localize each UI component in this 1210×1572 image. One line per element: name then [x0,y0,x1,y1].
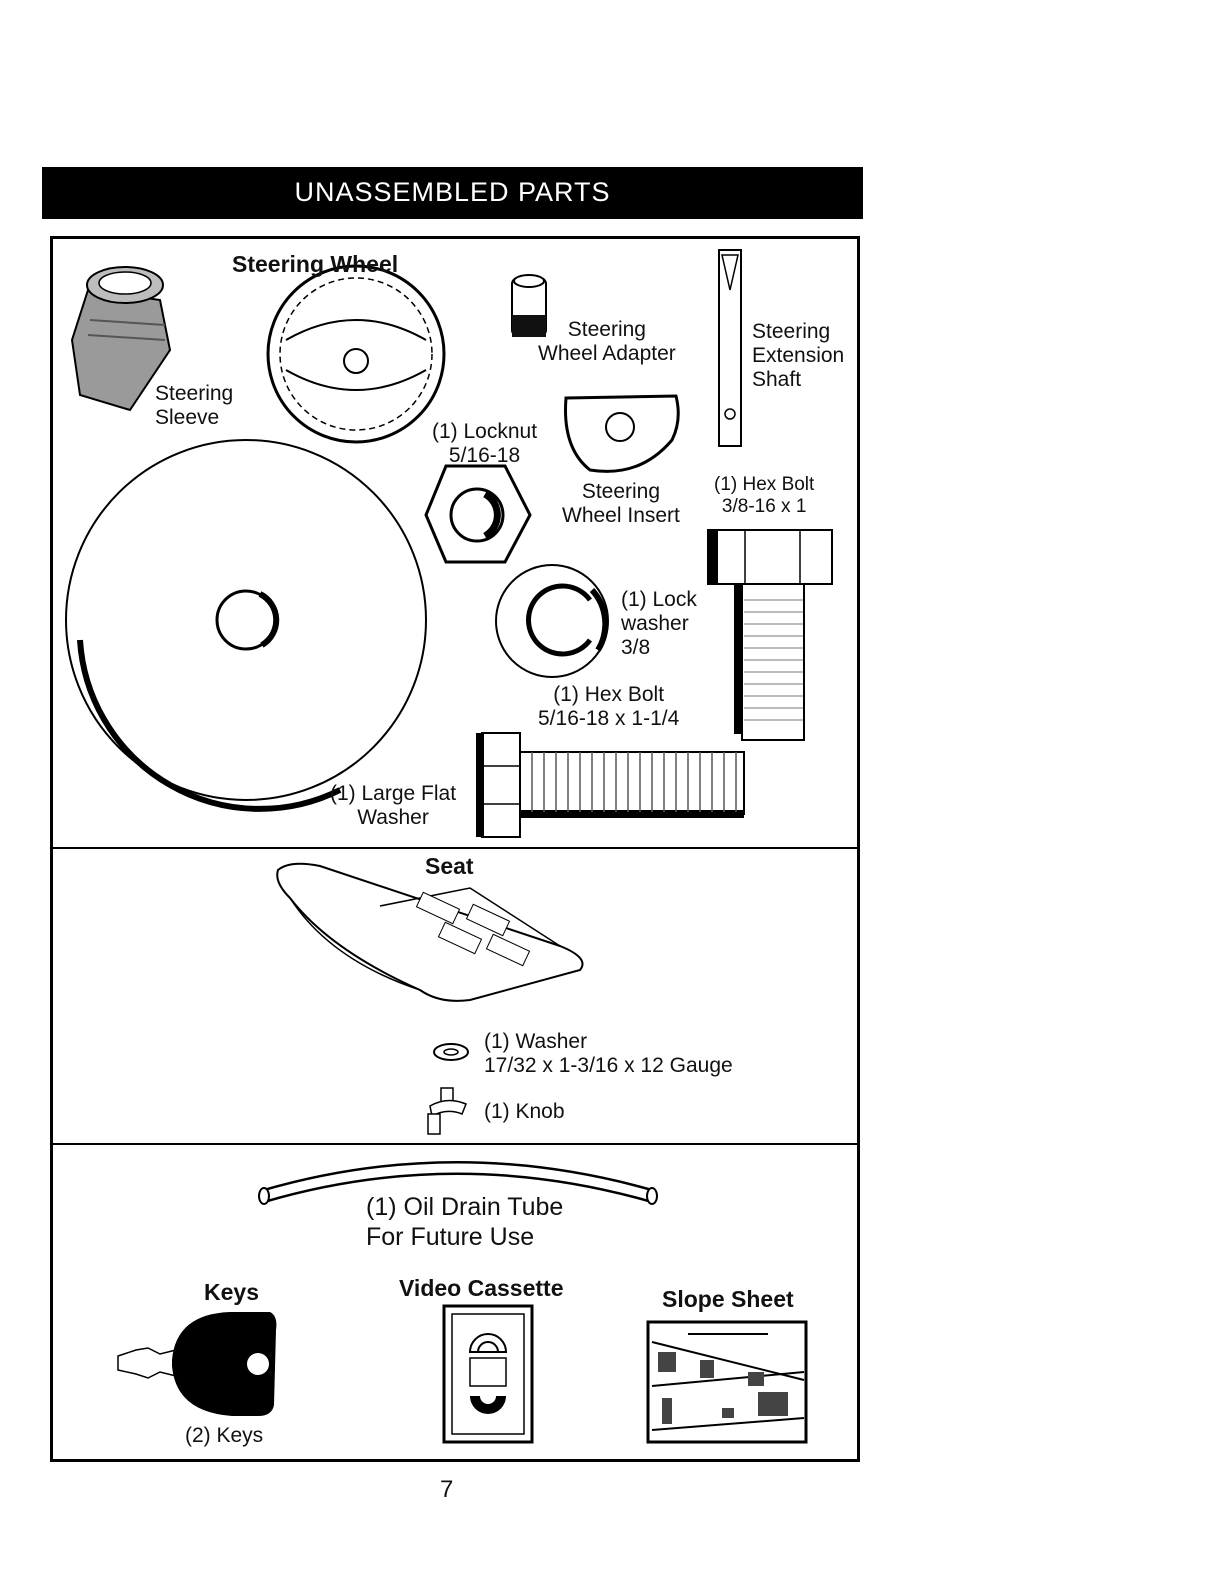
wheel-insert-label: Steering Wheel Insert [562,480,680,527]
extension-shaft-label: Steering Extension Shaft [752,320,845,391]
hex-bolt-large-illustration [707,529,833,741]
steering-wheel-illustration [266,264,446,444]
wheel-insert-illustration [564,394,680,473]
video-cassette-label: Video Cassette [399,1275,564,1301]
section-header: UNASSEMBLED PARTS [42,167,863,219]
hex-bolt-small-label: (1) Hex Bolt 5/16-18 x 1-1/4 [538,683,680,730]
locknut-label: (1) Locknut 5/16-18 [432,420,538,467]
section-divider-1 [50,847,860,849]
wheel-adapter-label: Steering Wheel Adapter [538,318,676,365]
header-title: UNASSEMBLED PARTS [294,177,611,207]
large-flat-washer-label: (1) Large Flat Washer [330,782,457,829]
keys-title: Keys [204,1279,259,1305]
lock-washer-illustration [495,564,609,678]
parts-frame [50,236,860,1462]
lock-washer-label: (1) Lock washer 3/8 [621,588,697,659]
steering-wheel-label: Steering Wheel [232,251,399,277]
page-number: 7 [440,1476,454,1503]
extension-shaft-illustration [718,249,742,447]
large-flat-washer-illustration [65,439,427,812]
steering-sleeve-label: Steering Sleeve [155,382,234,429]
key-illustration [117,1312,277,1416]
oil-drain-tube-illustration [258,1161,658,1205]
video-cassette-illustration [442,1304,534,1444]
knob-label: (1) Knob [484,1100,565,1123]
seat-label: Seat [425,853,474,879]
knob-illustration [427,1087,467,1135]
oil-drain-tube-label: (1) Oil Drain Tube For Future Use [366,1193,564,1251]
steering-sleeve-illustration [70,266,172,412]
washer-label: (1) Washer 17/32 x 1-3/16 x 12 Gauge [484,1030,733,1077]
slope-sheet-illustration [646,1320,808,1444]
locknut-illustration [424,464,532,564]
hex-bolt-small-illustration [476,732,745,838]
section-divider-2 [50,1143,860,1145]
hex-bolt-large-label: (1) Hex Bolt 3/8-16 x 1 [714,474,815,517]
seat-illustration [276,862,584,1002]
wheel-adapter-illustration [511,274,547,337]
slope-sheet-label: Slope Sheet [662,1286,794,1312]
keys-count-label: (2) Keys [185,1424,264,1447]
small-washer-illustration [433,1043,469,1061]
